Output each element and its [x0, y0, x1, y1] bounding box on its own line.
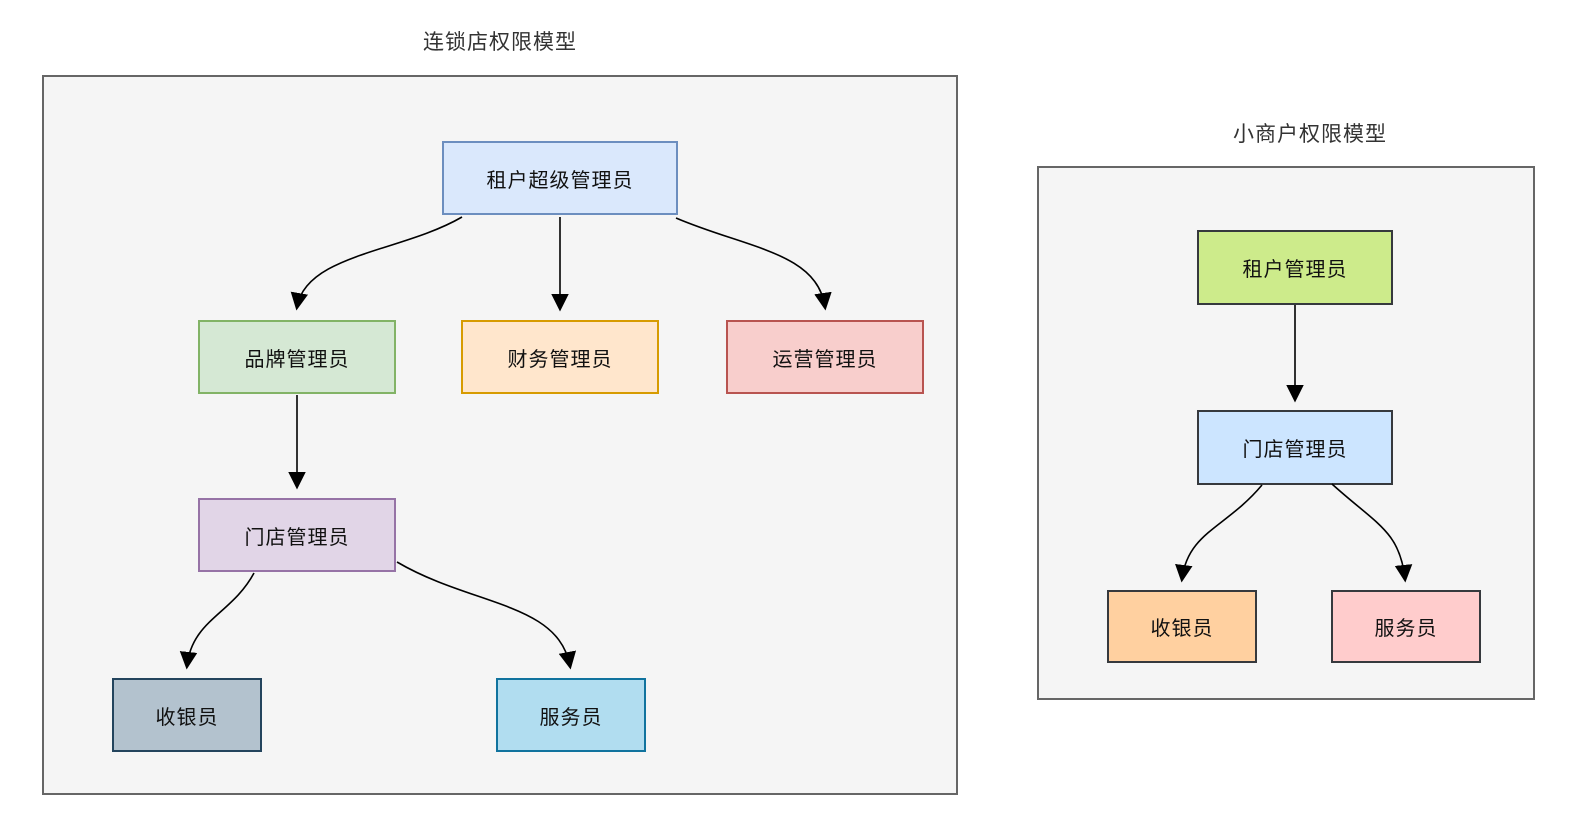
chain-store-diagram-title: 连锁店权限模型	[423, 31, 577, 54]
node-cashier-left-label: 收银员	[155, 706, 219, 729]
node-finance-admin-label: 财务管理员	[507, 348, 613, 371]
node-store-admin-right: 门店管理员	[1197, 410, 1393, 485]
node-waiter-left-label: 服务员	[539, 706, 603, 729]
node-operations-admin-label: 运营管理员	[772, 348, 878, 371]
node-brand-admin-label: 品牌管理员	[244, 348, 350, 371]
node-operations-admin: 运营管理员	[726, 320, 924, 394]
node-tenant-super-admin-label: 租户超级管理员	[486, 169, 634, 192]
node-cashier-left: 收银员	[112, 678, 262, 752]
node-brand-admin: 品牌管理员	[198, 320, 396, 394]
node-store-admin-left: 门店管理员	[198, 498, 396, 572]
node-waiter-right: 服务员	[1331, 590, 1481, 663]
node-tenant-admin: 租户管理员	[1197, 230, 1393, 305]
node-tenant-admin-label: 租户管理员	[1242, 259, 1348, 281]
node-waiter-left: 服务员	[496, 678, 646, 752]
node-finance-admin: 财务管理员	[461, 320, 659, 394]
node-waiter-right-label: 服务员	[1374, 618, 1438, 640]
small-merchant-diagram-title: 小商户权限模型	[1233, 123, 1387, 146]
node-store-admin-left-label: 门店管理员	[244, 526, 350, 549]
node-tenant-super-admin: 租户超级管理员	[442, 141, 678, 215]
node-store-admin-right-label: 门店管理员	[1242, 439, 1348, 461]
node-cashier-right-label: 收银员	[1150, 618, 1214, 640]
node-cashier-right: 收银员	[1107, 590, 1257, 663]
